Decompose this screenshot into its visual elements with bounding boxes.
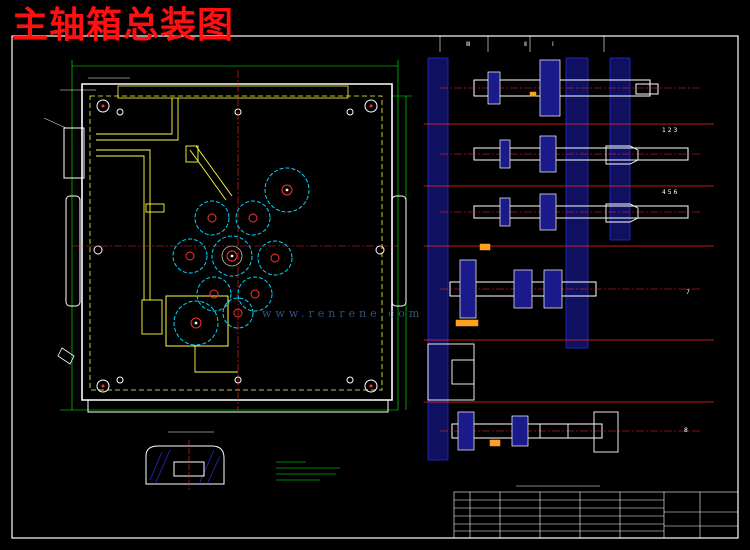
front-view	[43, 60, 412, 413]
section-label-456: 4 5 6	[662, 189, 677, 196]
section-label-ii: Ⅱ	[524, 41, 527, 48]
section-detail-view	[145, 431, 225, 490]
title-block	[453, 491, 739, 539]
technical-notes	[276, 461, 340, 481]
section-label-8: 8	[684, 427, 688, 434]
watermark-text: www.renrenе.com	[262, 307, 424, 320]
sheet-border	[11, 35, 739, 539]
section-label-123: 1 2 3	[662, 127, 677, 134]
section-label-iii: Ⅲ	[466, 41, 470, 48]
section-label-7: 7	[686, 289, 690, 296]
unfolded-shaft-views	[424, 36, 714, 461]
section-label-i: Ⅰ	[552, 41, 554, 48]
drawing-title: 主轴箱总装图	[12, 5, 235, 46]
